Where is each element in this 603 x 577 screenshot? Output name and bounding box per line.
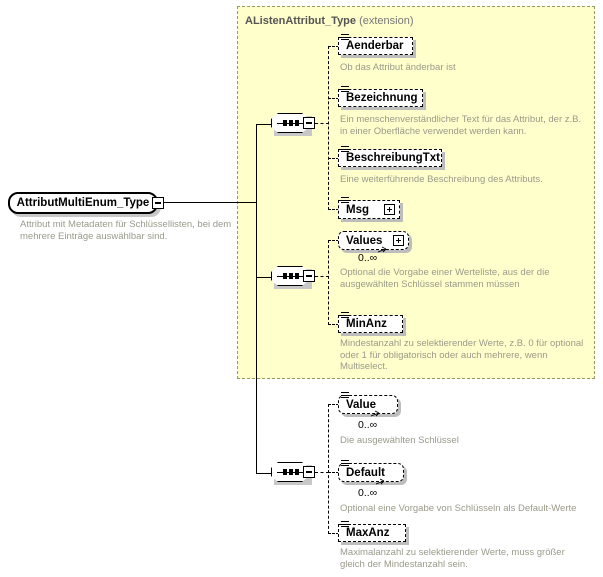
documentation-value: Die ausgewählten Schlüssel	[340, 435, 459, 446]
element-icon	[341, 460, 349, 469]
cardinality-value: 0..∞	[358, 419, 378, 431]
node-minanz[interactable]: MinAnz	[338, 312, 403, 333]
type-box-label: AttributMultiEnum_Type	[16, 197, 150, 209]
node-label-msg: Msg	[346, 203, 369, 216]
documentation-default: Optional eine Vorgabe von Schlüsseln als…	[340, 503, 577, 514]
node-label-bezeichnung: Bezeichnung	[346, 92, 418, 104]
connector-default	[328, 472, 339, 473]
sequence-collapse-toggle-3[interactable]	[303, 466, 315, 478]
type-box-documentation: Attribut mit Metadaten für Schlüssellist…	[20, 219, 232, 242]
repeat-arrow-values	[378, 246, 387, 253]
sequence-dot-2c	[295, 272, 299, 279]
branch-line-group-2	[256, 277, 278, 278]
node-label-default: Default	[346, 466, 385, 479]
trunk-vertical	[256, 125, 257, 474]
cardinality-default: 0..∞	[358, 487, 378, 499]
branch-line-group-1	[256, 124, 278, 125]
node-values[interactable]: Values	[338, 231, 409, 250]
node-default[interactable]: Default	[338, 460, 404, 482]
documentation-minanz: Mindestanzahl zu selektierender Werte, z…	[340, 338, 584, 372]
attribute-icon	[341, 521, 349, 530]
fanout-spine-group-3	[328, 404, 329, 534]
node-label-values: Values	[346, 234, 383, 247]
sequence-dot-3b	[289, 468, 293, 475]
documentation-bezeichnung: Ein menschenverständlicher Text für das …	[340, 114, 582, 137]
documentation-values: Optional die Vorgabe einer Werteliste, a…	[340, 267, 550, 290]
sequence-collapse-toggle-2[interactable]	[303, 270, 315, 282]
repeat-arrow-value	[371, 410, 380, 417]
fanout-stub-group-1	[315, 123, 329, 124]
extension-qualifier-label: (extension)	[359, 15, 414, 27]
attribute-icon	[341, 197, 349, 206]
connector-bezeichnung	[328, 98, 339, 99]
sequence-dot-3c	[295, 468, 299, 475]
extension-panel	[237, 6, 595, 379]
fanout-spine-group-2	[328, 240, 329, 325]
documentation-aenderbar: Ob das Attribut änderbar ist	[340, 62, 456, 73]
connector-aenderbar	[328, 46, 339, 47]
branch-line-group-3	[256, 473, 278, 474]
sequence-dot-1b	[289, 119, 293, 126]
element-icon	[341, 392, 349, 401]
attribute-icon	[341, 146, 349, 155]
sequence-dot-2b	[289, 272, 293, 279]
node-bezeichnung[interactable]: Bezeichnung	[338, 86, 423, 107]
sequence-dot-3a	[283, 468, 287, 475]
documentation-maxanz: Maximalanzahl zu selektierender Werte, m…	[340, 547, 565, 570]
node-value[interactable]: Value	[338, 392, 398, 414]
connector-values	[328, 240, 339, 241]
fanout-stub-group-3	[315, 472, 329, 473]
sequence-dot-2a	[283, 272, 287, 279]
connector-msg	[328, 209, 339, 210]
expand-toggle-values[interactable]	[393, 235, 404, 246]
sequence-collapse-toggle-1[interactable]	[303, 117, 315, 129]
cardinality-values: 0..∞	[358, 252, 378, 264]
connector-minanz	[328, 324, 339, 325]
sequence-dot-1a	[283, 119, 287, 126]
connector-maxanz	[328, 533, 339, 534]
fanout-stub-group-2	[315, 276, 329, 277]
connector-value	[328, 404, 339, 405]
trunk-from-type-box	[163, 202, 257, 203]
node-label-maxanz: MaxAnz	[346, 527, 390, 539]
attribute-icon	[341, 86, 349, 95]
node-label-value: Value	[346, 398, 377, 411]
extension-panel-title: AListenAttribut_Type (extension)	[245, 15, 414, 27]
documentation-beschreibungtxt: Eine weiterführende Beschreibung des Att…	[340, 174, 543, 185]
node-label-minanz: MinAnz	[346, 318, 387, 330]
node-aenderbar[interactable]: Aenderbar	[338, 34, 413, 55]
attribute-icon	[341, 34, 349, 43]
sequence-connector-group-3[interactable]	[271, 462, 315, 485]
sequence-dot-1c	[295, 119, 299, 126]
expand-toggle-msg[interactable]	[384, 204, 395, 215]
extension-base-type-label: AListenAttribut_Type	[245, 15, 357, 27]
sequence-connector-group-1[interactable]	[271, 113, 315, 136]
fanout-spine-group-1	[328, 46, 329, 210]
node-label-beschreibungtxt: BeschreibungTxt	[346, 152, 440, 164]
connector-beschreibungtxt	[328, 158, 339, 159]
repeat-arrow-default	[376, 478, 385, 485]
node-label-aenderbar: Aenderbar	[346, 40, 404, 52]
type-box-collapse-toggle[interactable]	[152, 197, 164, 209]
node-maxanz[interactable]: MaxAnz	[338, 521, 406, 542]
type-box-attributmultienum[interactable]: AttributMultiEnum_Type	[8, 192, 158, 214]
attribute-icon	[341, 312, 349, 321]
node-beschreibungtxt[interactable]: BeschreibungTxt	[338, 146, 442, 167]
